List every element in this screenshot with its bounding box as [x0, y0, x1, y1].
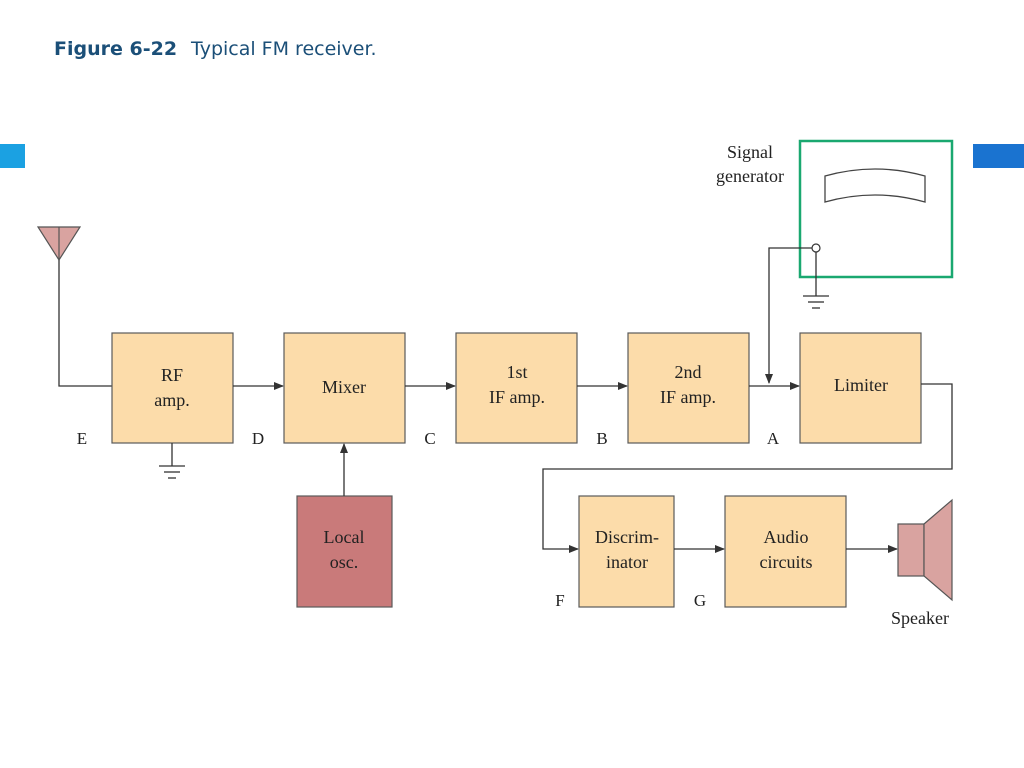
signal-generator-display-icon [824, 168, 926, 203]
mixer-block [283, 332, 406, 444]
if-amp-2-block [627, 332, 750, 444]
signal-generator-output-terminal [811, 243, 821, 253]
local-osc-label-line1: Local [324, 527, 365, 547]
signal-generator-label-line2: generator [716, 166, 784, 186]
antenna-feed-wire [58, 260, 112, 387]
limiter-block [799, 332, 922, 444]
test-point-g: G [694, 591, 706, 610]
rf-amp-block [111, 332, 234, 444]
if-amp-1-label-line2: IF amp. [489, 387, 545, 407]
figure-title: Typical FM receiver. [191, 38, 377, 60]
limiter-to-discriminator-wire [542, 383, 953, 553]
speaker-icon [897, 498, 953, 602]
right-accent-bar [973, 144, 1024, 168]
figure-number: Figure 6-22 [54, 38, 178, 60]
rf-amp-label-line1: RF [161, 365, 183, 385]
discriminator-label-line2: inator [606, 552, 648, 572]
test-point-e: E [77, 429, 87, 448]
if-amp-1-block [455, 332, 578, 444]
limiter-label: Limiter [834, 375, 888, 395]
figure-caption: Figure 6-22 Typical FM receiver. [54, 38, 377, 60]
signal-generator-box [798, 139, 954, 279]
audio-circuits-label-line2: circuits [760, 552, 813, 572]
ground-icon [803, 295, 829, 309]
mixer-label: Mixer [322, 377, 366, 397]
speaker-label: Speaker [891, 608, 949, 628]
local-osc-block [296, 495, 393, 608]
left-accent-bar [0, 144, 25, 168]
test-point-a: A [767, 429, 780, 448]
ground-icon [159, 465, 185, 479]
signal-generator-to-point-a-wire [765, 247, 812, 384]
discriminator-label-line1: Discrim- [595, 527, 659, 547]
test-point-d: D [252, 429, 264, 448]
signal-generator-label-line1: Signal [727, 142, 773, 162]
if-amp-1-label-line1: 1st [506, 362, 527, 382]
test-point-f: F [555, 591, 564, 610]
audio-circuits-label-line1: Audio [764, 527, 809, 547]
if-amp-2-label-line1: 2nd [675, 362, 702, 382]
test-point-b: B [596, 429, 607, 448]
test-point-c: C [424, 429, 435, 448]
discriminator-block [578, 495, 675, 608]
rf-amp-label-line2: amp. [154, 390, 190, 410]
antenna-icon [36, 226, 82, 262]
local-osc-label-line2: osc. [330, 552, 359, 572]
audio-circuits-block [724, 495, 847, 608]
if-amp-2-label-line2: IF amp. [660, 387, 716, 407]
